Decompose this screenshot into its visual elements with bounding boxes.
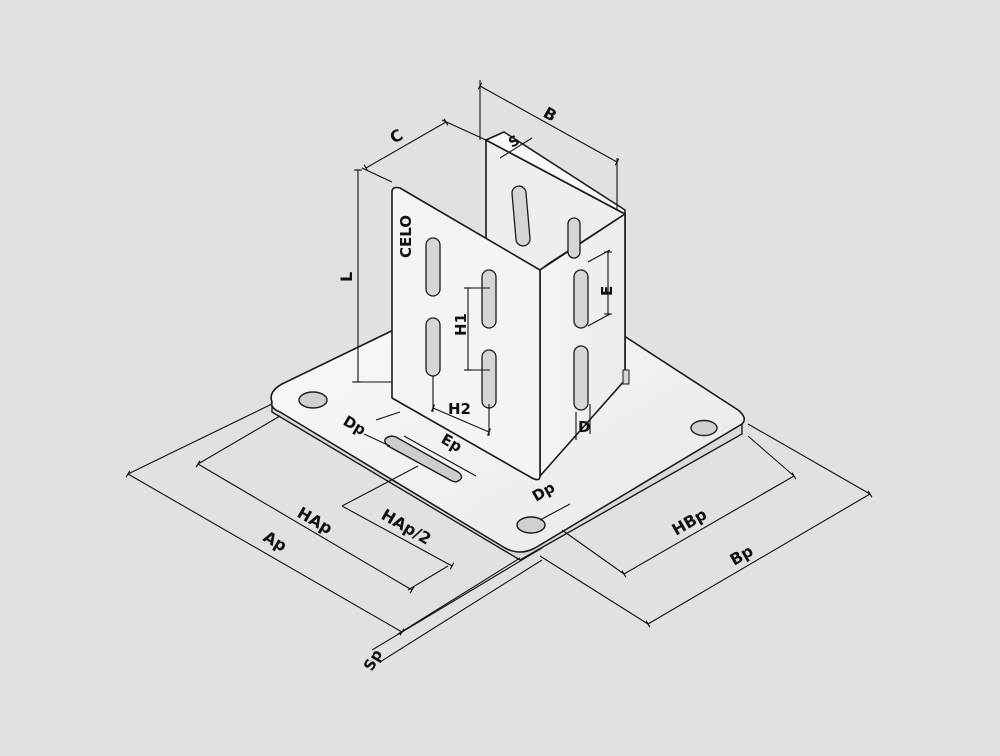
mounting-hole-front — [516, 516, 546, 534]
label-H2: H2 — [448, 400, 471, 418]
label-Sp: Sp — [360, 646, 386, 674]
label-B: B — [540, 103, 560, 126]
brand-logo: CELO — [397, 215, 415, 258]
label-HBp: HBp — [669, 504, 711, 539]
label-C: C — [387, 125, 407, 147]
plate-slot — [384, 435, 463, 483]
label-L: L — [337, 272, 356, 282]
label-H1: H1 — [452, 313, 470, 336]
dimension-lines — [125, 80, 873, 663]
mounting-hole-left — [298, 391, 328, 409]
label-Ap: Ap — [260, 527, 290, 555]
label-HAp-half: HAp/2 — [378, 505, 434, 549]
mounting-hole-right — [690, 419, 718, 437]
label-E: E — [598, 286, 616, 296]
label-Bp: Bp — [727, 541, 757, 569]
label-D: D — [578, 418, 590, 436]
